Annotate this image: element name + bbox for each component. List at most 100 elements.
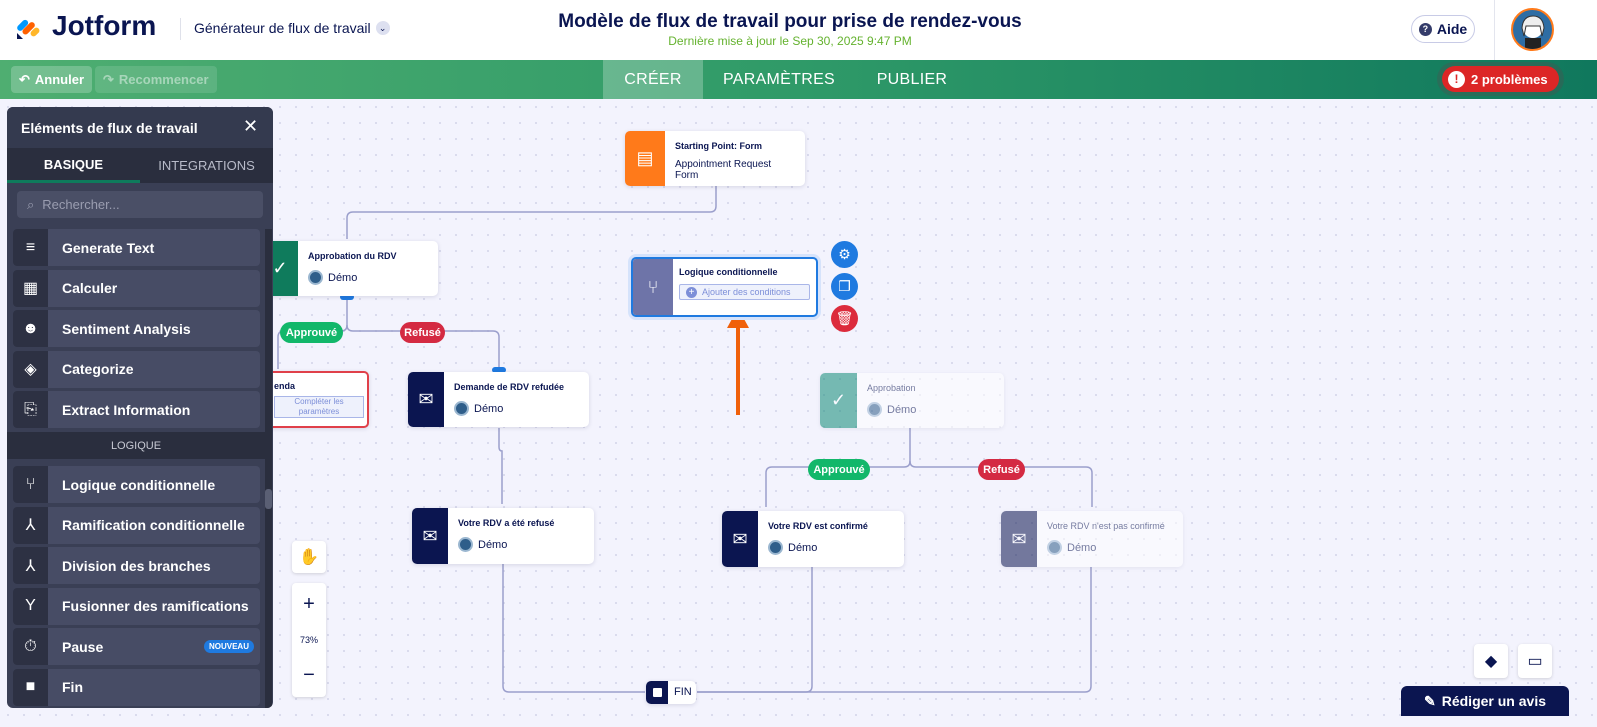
sidebar-item[interactable]: ⅄Ramification conditionnelle bbox=[13, 506, 260, 544]
sidebar-item-label: Calculer bbox=[62, 280, 118, 296]
connector bbox=[498, 428, 503, 504]
header: Jotform Générateur de flux de travail ⌄ … bbox=[0, 0, 1597, 60]
sidebar-item[interactable]: ■ Fin bbox=[13, 668, 260, 706]
search-input[interactable]: ⌕ Rechercher... bbox=[17, 191, 263, 218]
connection-handle bbox=[492, 367, 506, 373]
sidebar-tabs: BASIQUE INTEGRATIONS bbox=[7, 148, 273, 183]
zoom-in-button[interactable]: + bbox=[303, 592, 315, 615]
avatar-icon bbox=[308, 270, 323, 285]
tab-integrations[interactable]: INTEGRATIONS bbox=[158, 158, 255, 173]
edit-icon: ✎ bbox=[1424, 692, 1436, 709]
sidebar-item-label: Fin bbox=[62, 679, 83, 695]
undo-button[interactable]: ↶ Annuler bbox=[11, 66, 93, 93]
search-placeholder: Rechercher... bbox=[42, 197, 120, 212]
tab-basic[interactable]: BASIQUE bbox=[7, 148, 140, 183]
help-button[interactable]: ? Aide bbox=[1411, 15, 1475, 43]
close-icon[interactable]: ✕ bbox=[243, 116, 259, 136]
sidebar-item[interactable]: ⎘Extract Information bbox=[13, 391, 260, 428]
node-conditional-logic[interactable]: ⑂ Logique conditionnelle +Ajouter des co… bbox=[631, 257, 818, 317]
new-badge: NOUVEAU bbox=[203, 640, 254, 653]
sidebar-item-label: Ramification conditionnelle bbox=[62, 517, 245, 533]
sidebar-item-label: Division des branches bbox=[62, 557, 211, 574]
redo-button[interactable]: ↷Recommencer bbox=[95, 66, 217, 93]
duplicate-icon[interactable]: ❐ bbox=[831, 273, 858, 300]
last-updated: Dernière mise à jour le Sep 30, 2025 9:4… bbox=[668, 34, 912, 48]
sidebar-item-label: Categorize bbox=[62, 361, 134, 377]
sidebar-item[interactable]: ☻Sentiment Analysis bbox=[13, 310, 260, 347]
logo-text[interactable]: Jotform bbox=[52, 10, 157, 41]
scrollbar[interactable] bbox=[265, 229, 272, 708]
settings-gear-icon[interactable]: ⚙ bbox=[831, 241, 858, 268]
sidebar-item-label: Pause bbox=[62, 638, 104, 655]
zoom-out-button[interactable]: − bbox=[303, 664, 315, 687]
section-logic: LOGIQUE bbox=[7, 432, 265, 459]
feedback-label: Rédiger un avis bbox=[1441, 693, 1546, 709]
sidebar-item[interactable]: ≡ Generate Text bbox=[13, 229, 260, 266]
node-user: Démo bbox=[887, 403, 917, 416]
label-refused: Refusé bbox=[400, 322, 445, 343]
node-user: Démo bbox=[328, 271, 358, 284]
trash-icon[interactable]: 🗑 bbox=[831, 305, 858, 332]
node-title: Approbation bbox=[867, 383, 916, 393]
avatar[interactable] bbox=[1511, 8, 1554, 51]
sidebar-item-label: Generate Text bbox=[62, 239, 155, 256]
form-icon: ▤ bbox=[625, 131, 665, 186]
elements-sidebar: Eléments de flux de travail ✕ BASIQUE IN… bbox=[7, 107, 273, 708]
app-switcher[interactable]: Générateur de flux de travail ⌄ bbox=[194, 20, 390, 36]
node-title: Demande de RDV refudée bbox=[454, 382, 565, 392]
email-icon: ✉ bbox=[408, 372, 444, 427]
email-icon: ✉ bbox=[722, 511, 758, 567]
node-title: Votre RDV n'est pas confirmé bbox=[1047, 521, 1165, 531]
sidebar-item-label: Sentiment Analysis bbox=[62, 320, 191, 337]
generate-text-icon: ≡ bbox=[13, 229, 48, 266]
alert-icon: ! bbox=[1448, 70, 1465, 88]
node-user: Démo bbox=[788, 541, 818, 554]
feedback-button[interactable]: ✎ Rédiger un avis bbox=[1401, 686, 1569, 716]
avatar-icon bbox=[768, 540, 783, 555]
node-title: FIN bbox=[674, 686, 692, 698]
toolbar: ↶ Annuler ↷Recommencer CRÉER PARAMÈTRES P… bbox=[0, 60, 1597, 99]
app-name: Générateur de flux de travail bbox=[194, 20, 371, 36]
node-user: Démo bbox=[474, 402, 504, 415]
node-title: Votre RDV a été refusé bbox=[458, 518, 555, 528]
problems-button[interactable]: ! 2 problèmes bbox=[1442, 66, 1559, 92]
shapes-icon[interactable]: ◆ bbox=[1474, 644, 1508, 678]
node-end[interactable]: FIN bbox=[646, 681, 696, 704]
sidebar-item[interactable]: ◈Categorize bbox=[13, 350, 260, 388]
question-icon: ? bbox=[1418, 22, 1432, 36]
tab-settings[interactable]: PARAMÈTRES bbox=[722, 70, 836, 88]
stop-icon bbox=[646, 681, 668, 704]
page-title[interactable]: Modèle de flux de travail pour prise de … bbox=[558, 11, 1022, 32]
tab-publish[interactable]: PUBLIER bbox=[876, 70, 948, 88]
label-approved: Approuvé bbox=[808, 459, 870, 480]
undo-label: Annuler bbox=[34, 72, 85, 87]
zoom-controls: + 73% − bbox=[292, 583, 326, 697]
complete-settings-button[interactable]: Compléter les paramètres bbox=[274, 396, 364, 418]
sidebar-item[interactable]: ⅄Division des branches bbox=[13, 547, 260, 584]
sidebar-item[interactable]: ▦Calculer bbox=[13, 269, 260, 307]
node-user: Démo bbox=[478, 538, 508, 551]
connector bbox=[697, 567, 1092, 693]
hand-tool-icon[interactable]: ✋ bbox=[292, 541, 326, 573]
label-approved: Approuvé bbox=[280, 322, 343, 343]
tab-create[interactable]: CRÉER bbox=[603, 60, 703, 99]
sidebar-item[interactable]: ⑂Logique conditionnelle bbox=[13, 466, 260, 503]
undo-icon: ↶ bbox=[19, 71, 30, 87]
node-title: Logique conditionnelle bbox=[679, 267, 778, 277]
add-conditions-button[interactable]: +Ajouter des conditions bbox=[679, 284, 810, 300]
add-conditions-label: Ajouter des conditions bbox=[702, 287, 791, 297]
node-agenda[interactable]: enda Compléter les paramètres bbox=[262, 371, 369, 428]
stop-icon: ■ bbox=[13, 668, 48, 706]
minimap-icon[interactable]: ▭ bbox=[1518, 644, 1552, 678]
approval-icon: ✓ bbox=[820, 373, 857, 428]
avatar-icon bbox=[458, 537, 473, 552]
